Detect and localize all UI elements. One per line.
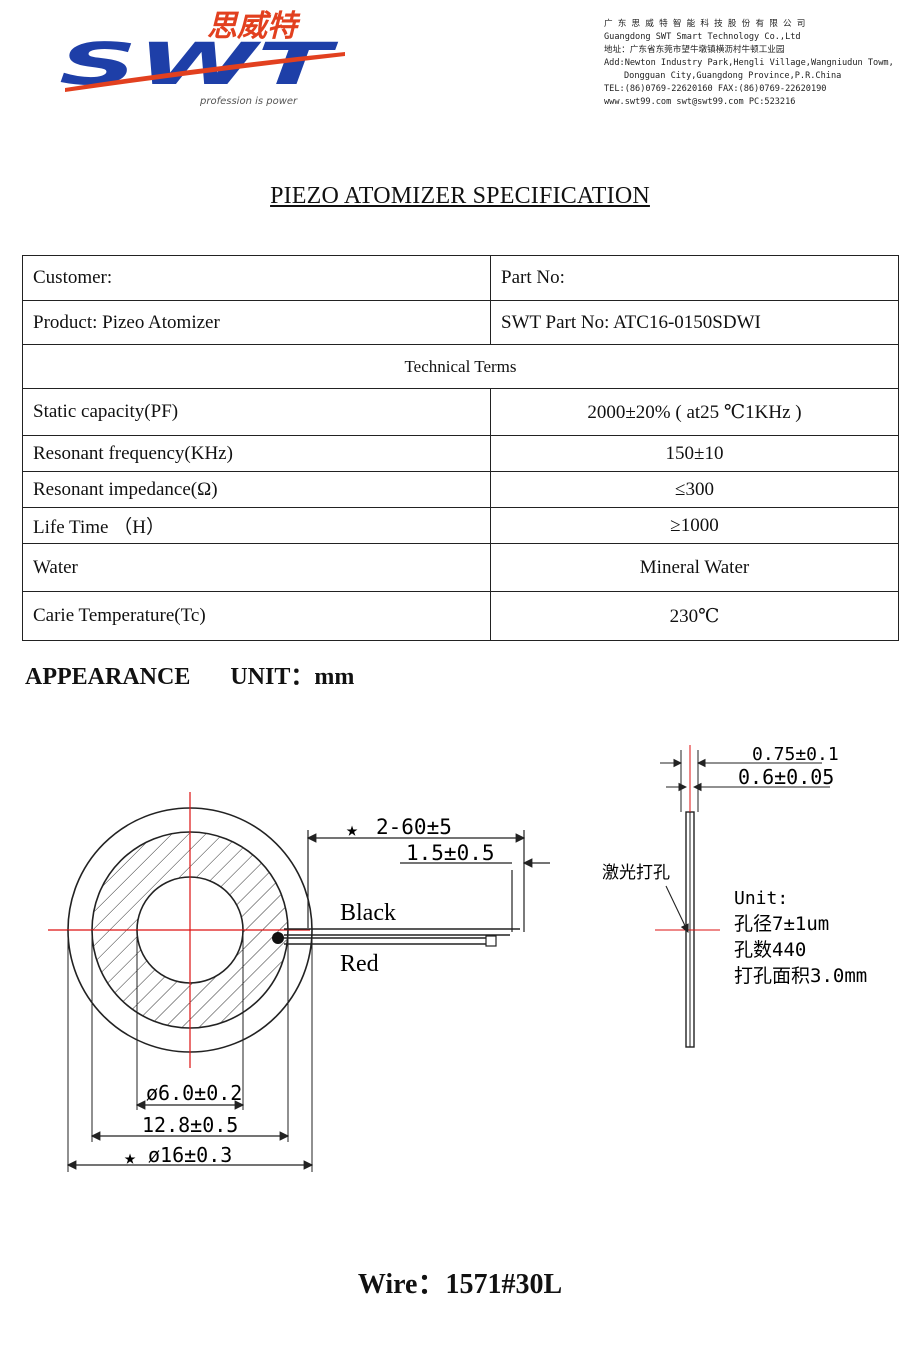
dim-outer-text: ø16±0.3 (148, 1143, 232, 1167)
appearance-label: APPEARANCE (25, 664, 191, 690)
star-wire: ★ (346, 817, 358, 841)
address-cn: 地址：广东省东莞市望牛墩镇横沥村牛顿工业园 (604, 45, 785, 55)
spec-value: 150±10 (490, 435, 899, 472)
logo-slogan: profession is power (199, 96, 298, 107)
side-view: 0.75±0.1 0.6±0.05 激光打孔 Unit: 孔径7±1um 孔数4… (602, 744, 867, 1048)
company-logo: 思威特 SWT profession is power (59, 9, 345, 107)
table-row: Customer: Part No: (22, 255, 899, 301)
table-row: Static capacity(PF) 2000±20% ( at25 ℃1KH… (22, 388, 899, 436)
unit-note-label: Unit: (734, 888, 788, 909)
logo-swoosh (65, 52, 345, 92)
spec-table: Customer: Part No: Product: Pizeo Atomiz… (22, 255, 899, 641)
atomizer-drawing: ★ 2-60±5 1.5±0.5 Black Red ø6.0±0.2 12.8… (48, 744, 867, 1172)
company-name-cn: 广 东 思 威 特 智 能 科 技 股 份 有 限 公 司 (604, 19, 806, 29)
appearance-heading: APPEARANCE UNIT：mm (25, 656, 394, 691)
table-row: Resonant frequency(KHz) 150±10 (22, 435, 899, 472)
laser-leader (665, 885, 689, 933)
address-en-2: Dongguan City,Guangdong Province,P.R.Chi… (624, 71, 842, 81)
front-view: ★ 2-60±5 1.5±0.5 Black Red ø6.0±0.2 12.8… (48, 792, 550, 1172)
table-row: Water Mineral Water (22, 543, 899, 592)
spec-value: 2000±20% ( at25 ℃1KHz ) (490, 388, 899, 436)
dim-wire-length-text: 2-60±5 (376, 815, 452, 839)
unit-label: UNIT：mm (230, 664, 355, 690)
dim-inner-text: ø6.0±0.2 (146, 1081, 242, 1105)
spec-value: 230℃ (490, 591, 899, 641)
hole-dia-note: 孔径7±1um (734, 913, 829, 935)
spec-name: Carie Temperature(Tc) (22, 591, 491, 641)
spec-name: Resonant frequency(KHz) (22, 435, 491, 472)
table-row: Product: Pizeo Atomizer SWT Part No: ATC… (22, 300, 899, 345)
table-row: Resonant impedance(Ω) ≤300 (22, 471, 899, 508)
dim-strip-text: 1.5±0.5 (406, 841, 495, 865)
address-en-1: Add:Newton Industry Park,Hengli Village,… (604, 58, 894, 68)
spec-value: ≤300 (490, 471, 899, 508)
part-no-cell: Part No: (490, 255, 899, 301)
product-cell: Product: Pizeo Atomizer (22, 300, 491, 345)
logo-cn-text: 思威特 (207, 9, 301, 44)
spec-name: Resonant impedance(Ω) (22, 471, 491, 508)
table-row: Carie Temperature(Tc) 230℃ (22, 591, 899, 641)
hole-count-note: 孔数440 (734, 939, 806, 961)
solder-dot (272, 932, 284, 944)
hole-area-note: 打孔面积3.0mm (734, 965, 867, 987)
spec-name: Life Time （H） (22, 507, 491, 544)
company-info: 广 东 思 威 特 智 能 科 技 股 份 有 限 公 司 Guangdong … (604, 18, 896, 109)
document-title: PIEZO ATOMIZER SPECIFICATION (270, 183, 650, 209)
tel-fax: TEL:(86)0769-22620160 FAX:(86)0769-22620… (604, 84, 827, 94)
table-row: Technical Terms (22, 344, 899, 389)
spec-value: ≥1000 (490, 507, 899, 544)
label-red: Red (340, 951, 379, 977)
spec-name: Water (22, 543, 491, 592)
company-name-en: Guangdong SWT Smart Technology Co.,Ltd (604, 32, 801, 42)
laser-hole-label: 激光打孔 (602, 863, 670, 883)
customer-cell: Customer: (22, 255, 491, 301)
technical-terms-header: Technical Terms (22, 344, 899, 389)
star-outer: ★ (124, 1145, 136, 1169)
spec-value: Mineral Water (490, 543, 899, 592)
dim-thickness-total-text: 0.75±0.1 (752, 744, 839, 765)
table-row: Life Time （H） ≥1000 (22, 507, 899, 544)
wire-spec: Wire：1571#30L (357, 1269, 563, 1300)
swt-part-no-cell: SWT Part No: ATC16-0150SDWI (490, 300, 899, 345)
dim-mid-text: 12.8±0.5 (142, 1113, 238, 1137)
label-black: Black (340, 900, 396, 926)
spec-name: Static capacity(PF) (22, 388, 491, 436)
web-email: www.swt99.com swt@swt99.com PC:523216 (604, 97, 796, 107)
logo-swt-text: SWT (59, 30, 339, 98)
dim-thickness-plate-text: 0.6±0.05 (738, 765, 834, 789)
wire-tip (485, 935, 497, 947)
